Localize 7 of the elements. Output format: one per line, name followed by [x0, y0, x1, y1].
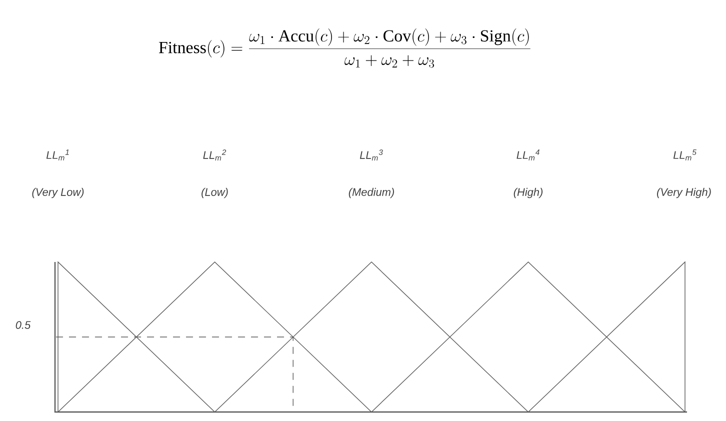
- set-term: (Low): [202, 188, 228, 198]
- axis-tick-label: 0.5: [16, 321, 31, 329]
- set-term: (Very Low): [32, 188, 84, 198]
- set-term: (Very High): [657, 188, 711, 198]
- formula: $\mathrm{Fitness}(c)=\frac{\omega_1\cdot\mathrm{Accu}(c)+\omega_2\cdot\mathrm{Cov}(c)+\omega_3\cdot\mathrm{Sign}(c)}{\omega_1+\omega_2+\omega_3}$: [158, 28, 530, 68]
- set-term: (Medium): [348, 188, 394, 198]
- set-term: (High): [514, 188, 543, 198]
